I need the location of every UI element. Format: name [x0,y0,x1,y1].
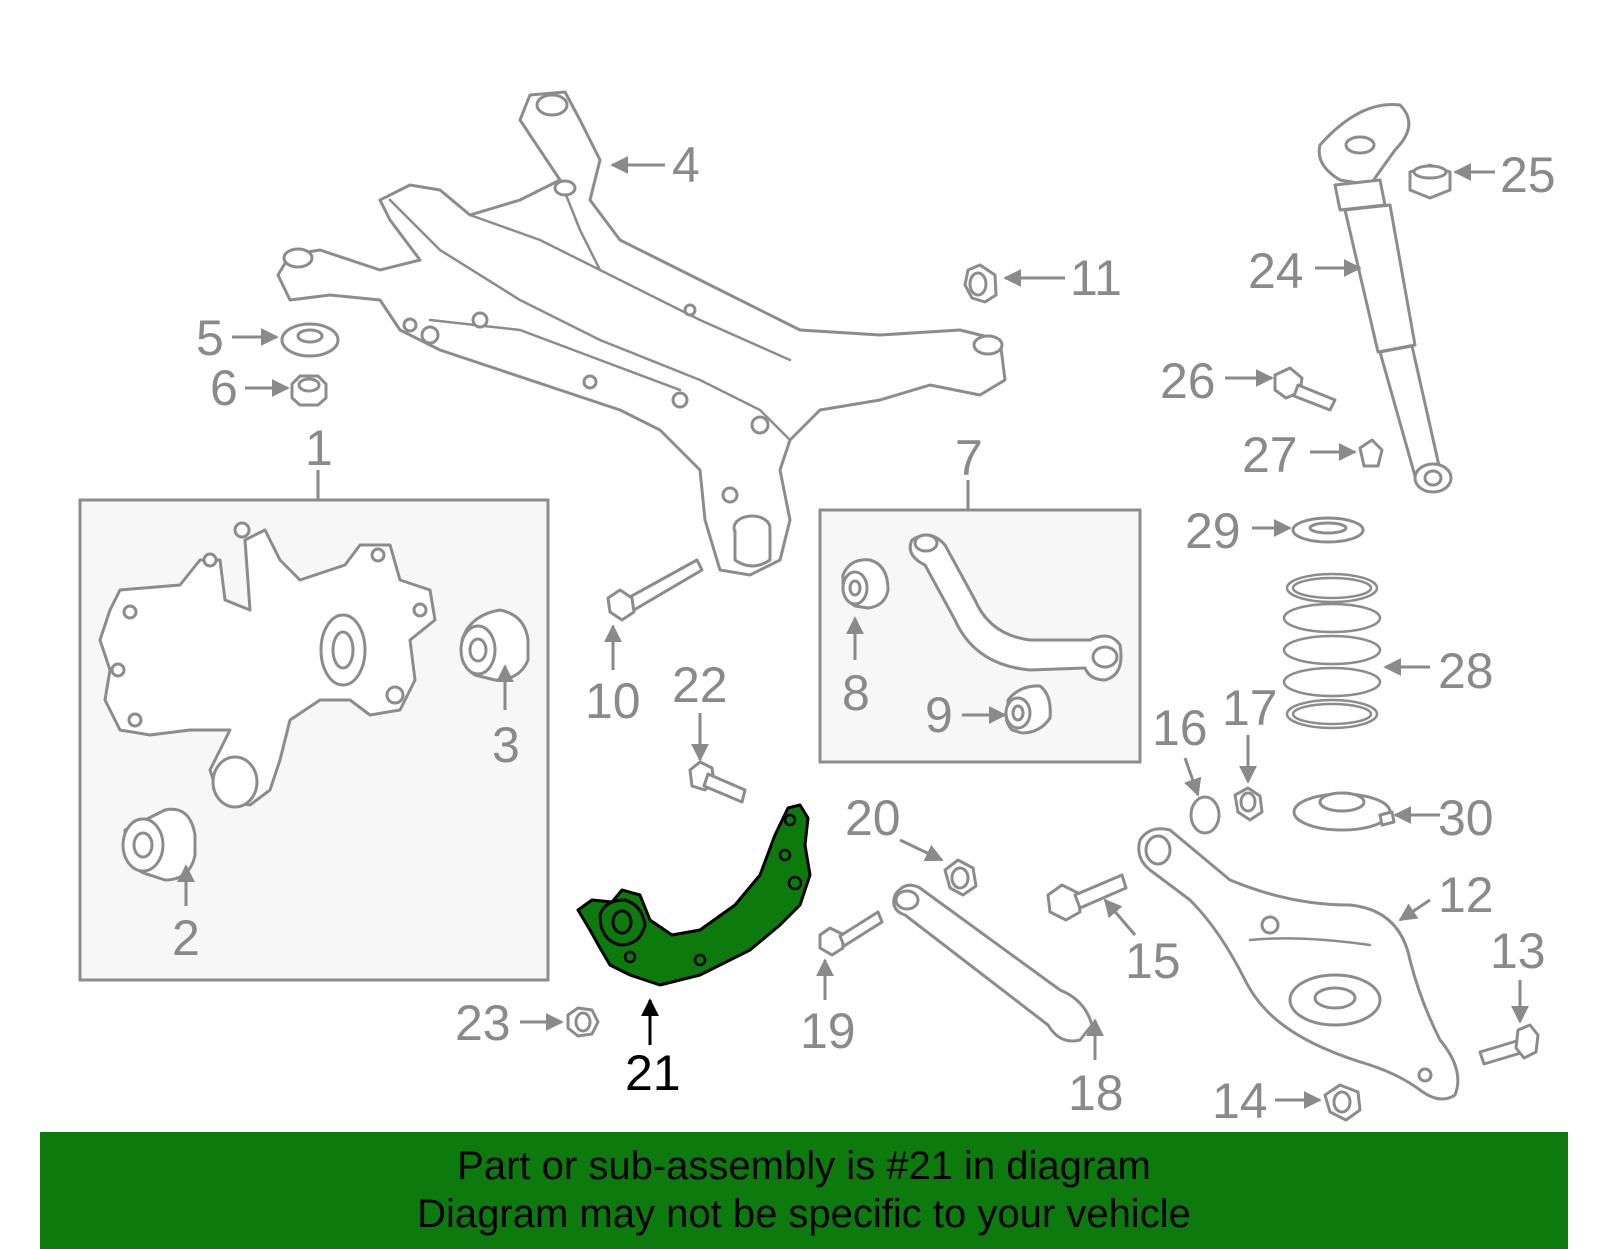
nut-14 [1323,1083,1362,1122]
callout-8: 8 [842,665,870,721]
callout-23: 23 [455,995,511,1051]
bolt-22 [688,760,747,804]
callout-1: 1 [305,420,333,476]
callout-21: 21 [625,1045,681,1101]
callout-27: 27 [1242,427,1298,483]
callout-18: 18 [1068,1065,1124,1121]
callout-30: 30 [1438,790,1494,846]
callout-16: 16 [1152,700,1208,756]
callout-10: 10 [585,673,641,729]
callout-24: 24 [1248,243,1304,299]
shock-absorber-24 [1317,103,1453,494]
callout-9: 9 [925,687,953,743]
bushing-9 [1004,684,1052,735]
callout-4: 4 [672,137,700,193]
coil-spring-28 [1282,572,1382,730]
callout-5: 5 [196,310,224,366]
callout-20: 20 [845,790,901,846]
callout-7: 7 [955,430,983,486]
spring-seat-29 [1291,516,1365,544]
bushing-8 [841,558,890,610]
lower-arm-12 [1137,827,1460,1101]
callout-25: 25 [1500,147,1556,203]
banner-line-2: Diagram may not be specific to your vehi… [417,1192,1191,1236]
callout-labels: 1 2 3 4 5 6 7 8 9 10 11 12 13 14 15 16 1… [172,137,1556,1129]
callout-13: 13 [1490,923,1546,979]
callout-12: 12 [1438,867,1494,923]
upper-arm [908,533,1123,682]
trailing-arm-21-highlighted[interactable] [576,803,812,987]
bolt-19 [818,910,884,957]
callout-6: 6 [210,360,238,416]
knuckle [98,521,437,809]
bolt-26 [1273,366,1337,412]
nut-11 [963,263,998,304]
banner-line-1: Part or sub-assembly is #21 in diagram [457,1144,1151,1188]
callout-28: 28 [1438,643,1494,699]
callout-15: 15 [1125,933,1181,989]
callout-29: 29 [1185,503,1241,559]
nut-20 [943,858,978,897]
callout-3: 3 [492,717,520,773]
nut-6 [290,374,328,407]
nut-17 [1233,786,1264,822]
bolt-15 [1046,873,1128,922]
washer-5 [280,322,340,358]
callout-14: 14 [1212,1073,1268,1129]
bushing-3 [459,608,530,682]
crossmember [276,90,1007,577]
callout-19: 19 [800,1003,856,1059]
subassembly-box-1 [78,498,550,982]
nut-23 [566,1006,600,1038]
callout-26: 26 [1160,353,1216,409]
bolt-13 [1478,1023,1540,1066]
callout-11: 11 [1070,250,1122,306]
bolt-10 [606,558,704,622]
callout-17: 17 [1222,680,1278,736]
callout-22: 22 [672,657,728,713]
clip-27 [1358,438,1384,468]
ring-16 [1189,795,1221,835]
nut-25 [1408,163,1452,200]
spring-seat-30 [1292,791,1396,832]
info-banner: Part or sub-assembly is #21 in diagram D… [40,1132,1568,1249]
bushing-2 [121,807,197,882]
leader-arrows [177,156,1529,1109]
callout-2: 2 [172,910,200,966]
